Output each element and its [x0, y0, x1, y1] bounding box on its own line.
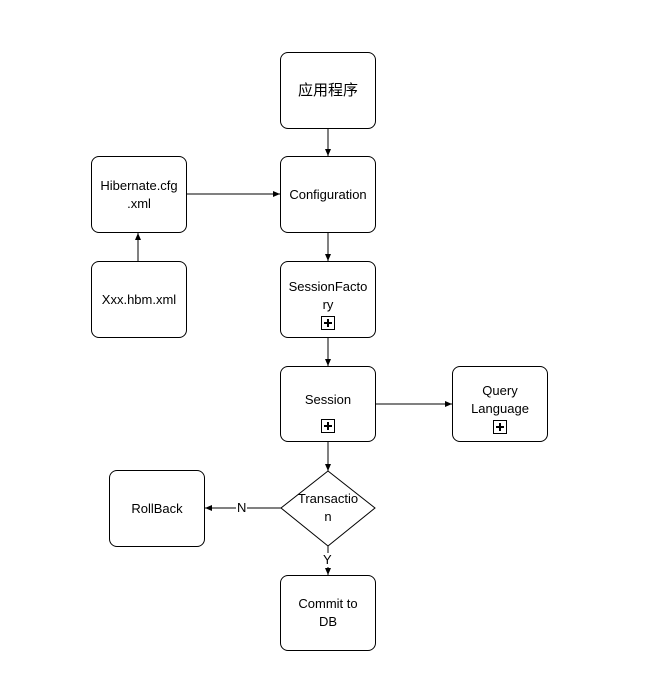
node-commit-to-db[interactable]: Commit to DB — [280, 575, 376, 651]
node-session-label: Session — [304, 392, 352, 407]
node-hibernate-cfg-label-2: .xml — [127, 195, 151, 211]
node-hibernate-cfg-xml[interactable]: Hibernate.cfg .xml — [91, 156, 187, 233]
node-rollback[interactable]: RollBack — [109, 470, 205, 547]
expand-icon[interactable] — [321, 315, 335, 330]
node-configuration-label: Configuration — [289, 186, 367, 202]
node-session-factory-label-1: SessionFacto — [288, 278, 368, 294]
node-xxx-hbm-xml[interactable]: Xxx.hbm.xml — [91, 261, 187, 338]
node-session[interactable]: Session — [280, 366, 376, 442]
expand-icon[interactable] — [493, 420, 507, 434]
node-xxx-hbm-label: Xxx.hbm.xml — [101, 291, 177, 307]
node-query-language-label-2: Language — [471, 401, 529, 416]
node-query-language[interactable]: Query Language — [452, 366, 548, 442]
node-session-factory[interactable]: SessionFacto ry — [280, 261, 376, 338]
transaction-decision-label: Transactio n — [280, 490, 376, 526]
node-configuration[interactable]: Configuration — [280, 156, 376, 233]
transaction-label-1: Transactio — [297, 491, 359, 506]
node-application[interactable]: 应用程序 — [280, 52, 376, 129]
node-application-label: 应用程序 — [297, 81, 358, 99]
node-session-factory-label-2: ry — [322, 296, 334, 312]
transaction-label-2: n — [324, 509, 332, 524]
node-commit-label-1: Commit to — [298, 596, 358, 611]
transaction-diamond[interactable] — [280, 470, 376, 547]
node-rollback-label: RollBack — [131, 500, 183, 516]
node-commit-label-2: DB — [318, 614, 338, 629]
node-query-language-label-1: Query — [482, 383, 518, 398]
node-hibernate-cfg-label-1: Hibernate.cfg — [100, 177, 178, 193]
expand-icon[interactable] — [321, 419, 335, 433]
edge-label-no: N — [236, 500, 248, 515]
edge-label-yes: Y — [322, 552, 333, 567]
